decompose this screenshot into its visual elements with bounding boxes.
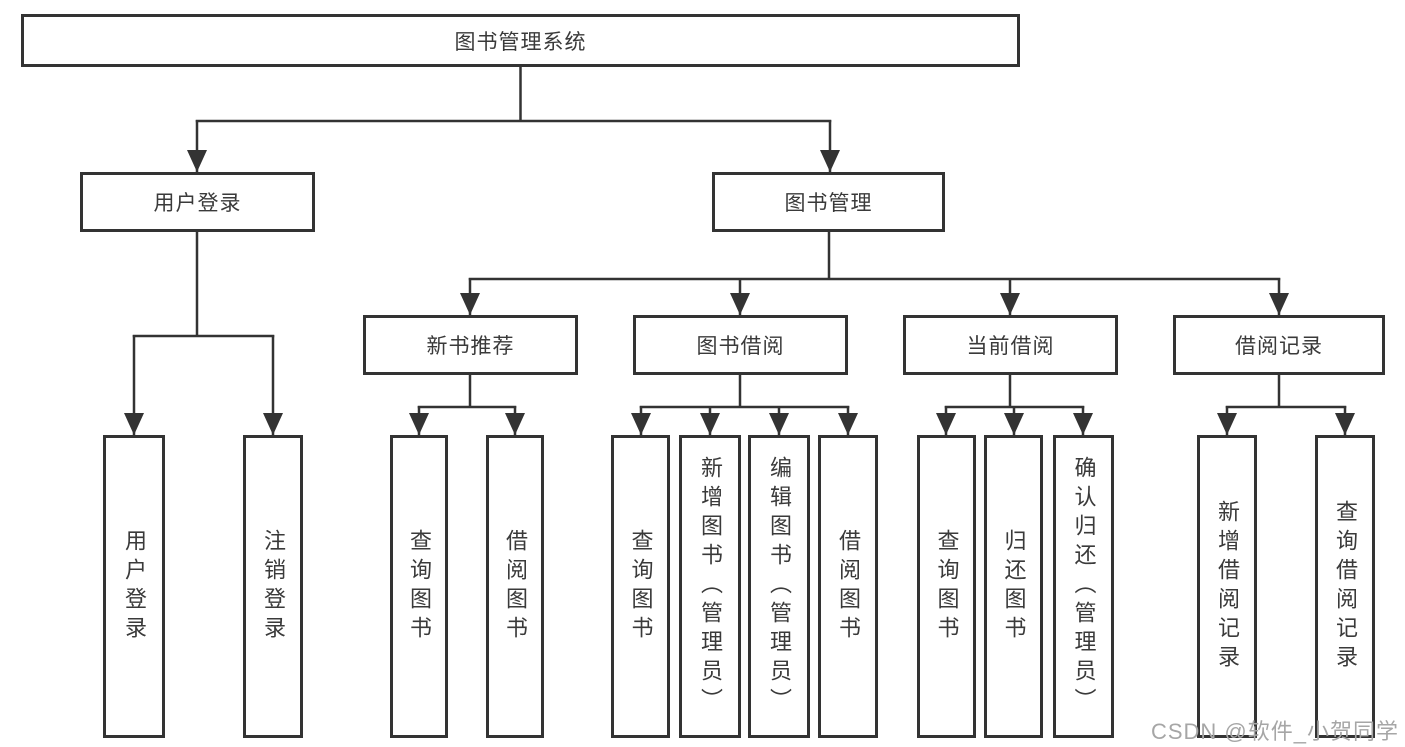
node-leaf-edit-books-admin: 编辑图书（管理员）	[748, 435, 810, 738]
node-leaf-add-borrow-record: 新增借阅记录	[1197, 435, 1257, 738]
node-label: 确认归还（管理员）	[1071, 456, 1097, 717]
node-leaf-borrow-books-recommend: 借阅图书	[486, 435, 544, 738]
node-user-login-branch: 用户登录	[80, 172, 315, 232]
node-book-management-branch: 图书管理	[712, 172, 945, 232]
node-borrowing-records: 借阅记录	[1173, 315, 1385, 375]
node-label: 编辑图书（管理员）	[767, 456, 792, 717]
node-library-system-root: 图书管理系统	[21, 14, 1020, 67]
node-leaf-query-borrow-record: 查询借阅记录	[1315, 435, 1375, 738]
node-label: 当前借阅	[966, 335, 1055, 358]
node-new-book-recommend: 新书推荐	[363, 315, 578, 375]
connector-root-to-branches	[187, 66, 840, 172]
node-label: 查询图书	[934, 528, 960, 645]
connector-current-borrowing-to-leaves	[936, 375, 1093, 435]
connector-new-book-recommend-to-leaves	[409, 375, 525, 435]
node-label: 注销登录	[261, 528, 286, 645]
csdn-watermark: CSDN @软件_小贺同学	[1150, 719, 1399, 744]
node-label: 借阅图书	[503, 528, 528, 645]
connector-borrowing-records-to-leaves	[1217, 375, 1355, 435]
node-label: 新增借阅记录	[1215, 499, 1240, 674]
connector-book-borrowing-to-leaves	[631, 375, 858, 435]
node-leaf-return-books: 归还图书	[984, 435, 1043, 738]
node-leaf-logout: 注销登录	[243, 435, 303, 738]
node-label: 图书借阅	[696, 335, 785, 358]
connector-user-login-to-leaves	[124, 232, 283, 435]
node-label: 查询图书	[628, 528, 654, 645]
node-leaf-query-books-recommend: 查询图书	[390, 435, 448, 738]
node-leaf-confirm-return-admin: 确认归还（管理员）	[1053, 435, 1114, 738]
node-label: 归还图书	[1001, 528, 1027, 645]
node-label: 图书管理系统	[454, 30, 587, 54]
node-label: 图书管理	[784, 192, 873, 215]
node-label: 新书推荐	[426, 335, 515, 358]
node-leaf-query-books-current: 查询图书	[917, 435, 976, 738]
node-label: 查询图书	[407, 528, 432, 645]
node-label: 借阅图书	[836, 528, 861, 645]
node-leaf-add-books-admin: 新增图书（管理员）	[679, 435, 741, 738]
node-label: 查询借阅记录	[1333, 499, 1358, 674]
connector-book-management-to-modules	[460, 232, 1289, 315]
node-leaf-borrow-books-borrowing: 借阅图书	[818, 435, 878, 738]
node-leaf-user-login: 用户登录	[103, 435, 165, 738]
node-label: 用户登录	[153, 192, 242, 215]
node-current-borrowing: 当前借阅	[903, 315, 1118, 375]
node-label: 借阅记录	[1235, 335, 1323, 358]
node-label: 用户登录	[122, 528, 147, 645]
node-label: 新增图书（管理员）	[698, 456, 723, 717]
node-book-borrowing: 图书借阅	[633, 315, 848, 375]
node-leaf-query-books-borrowing: 查询图书	[611, 435, 670, 738]
